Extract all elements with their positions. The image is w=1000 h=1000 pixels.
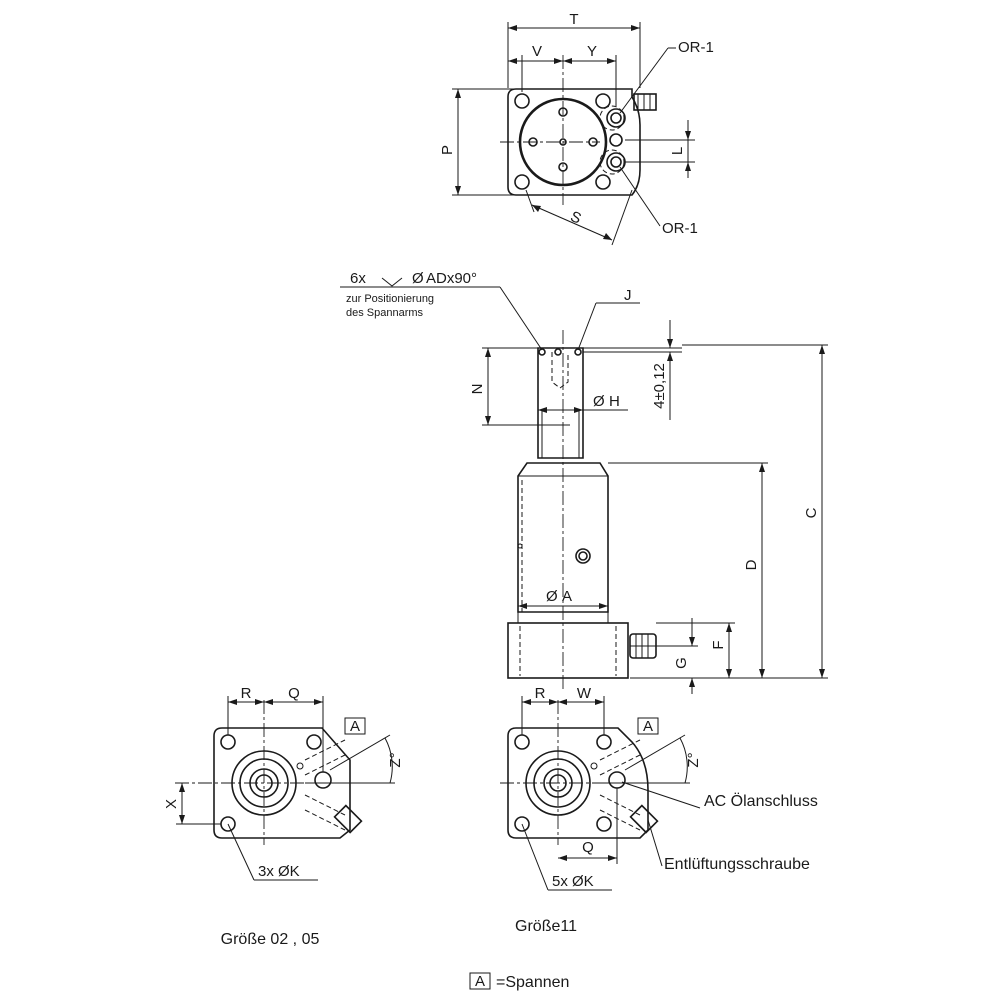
dim-T-label: T xyxy=(569,11,578,28)
dim-J-label: J xyxy=(624,287,632,304)
oil-port-label: AC Ölanschluss xyxy=(704,792,818,810)
side-view xyxy=(340,277,828,694)
dim-D-label: D xyxy=(743,559,760,570)
small-hole-callout: 3x ØK xyxy=(258,863,300,880)
diameter-symbol: Ø xyxy=(412,270,424,287)
large-dim-Z-label: Z° xyxy=(685,752,702,767)
vent-screw-label: Entlüftungsschraube xyxy=(664,856,810,873)
side-view-labels: 6x Ø ADx90° zur Positionierung des Spann… xyxy=(346,270,820,669)
dim-C-label: C xyxy=(803,507,820,518)
small-marker-A: A xyxy=(350,718,360,735)
large-dim-R-label: R xyxy=(535,685,546,702)
dim-F-label: F xyxy=(710,640,727,649)
dim-P-label: P xyxy=(439,145,456,155)
top-view xyxy=(452,22,695,246)
positioning-note-line1: zur Positionierung xyxy=(346,293,434,305)
dim-A-label: A xyxy=(562,588,572,605)
legend: A =Spannen xyxy=(469,972,569,991)
tolerance-label: 4±0,12 xyxy=(651,363,668,409)
large-bottom-view xyxy=(500,696,701,891)
small-dim-Z-label: Z° xyxy=(387,752,404,767)
dim-G-label: G xyxy=(673,657,690,669)
large-bottom-view-labels: R W Q Z° A 5x ØK AC Ölanschluss Entlüftu… xyxy=(515,685,818,935)
positioning-callout-suffix: ADx90° xyxy=(426,270,477,287)
large-view-caption: Größe11 xyxy=(515,918,577,935)
small-view-caption: Größe 02 , 05 xyxy=(221,931,320,948)
large-marker-A: A xyxy=(643,718,653,735)
diameter-symbol-H: Ø xyxy=(593,393,605,410)
top-view-labels: T V Y P L S OR-1 OR-1 xyxy=(439,11,714,237)
diameter-symbol-A: Ø xyxy=(546,588,558,605)
positioning-callout-prefix: 6x xyxy=(350,270,366,287)
large-dim-Q-label: Q xyxy=(582,839,594,856)
large-dim-W-label: W xyxy=(577,685,592,702)
legend-marker-A: A xyxy=(475,973,485,990)
legend-text: =Spannen xyxy=(496,974,569,991)
small-dim-Q-label: Q xyxy=(288,685,300,702)
oring-top-label: OR-1 xyxy=(678,39,714,56)
large-hole-callout: 5x ØK xyxy=(552,873,594,890)
oring-bottom-label: OR-1 xyxy=(662,220,698,237)
small-bottom-view xyxy=(175,696,395,881)
dim-S-label: S xyxy=(568,208,584,228)
dim-V-label: V xyxy=(532,43,542,60)
dim-H-label: H xyxy=(609,393,620,410)
small-dim-X-label: X xyxy=(163,799,180,809)
positioning-note-line2: des Spannarms xyxy=(346,307,424,319)
dim-Y-label: Y xyxy=(587,43,597,60)
dim-L-label: L xyxy=(669,147,686,155)
small-bottom-view-labels: R Q X Z° A 3x ØK Größe 02 , 05 xyxy=(163,685,404,948)
dim-N-label: N xyxy=(469,384,486,395)
small-dim-R-label: R xyxy=(241,685,252,702)
